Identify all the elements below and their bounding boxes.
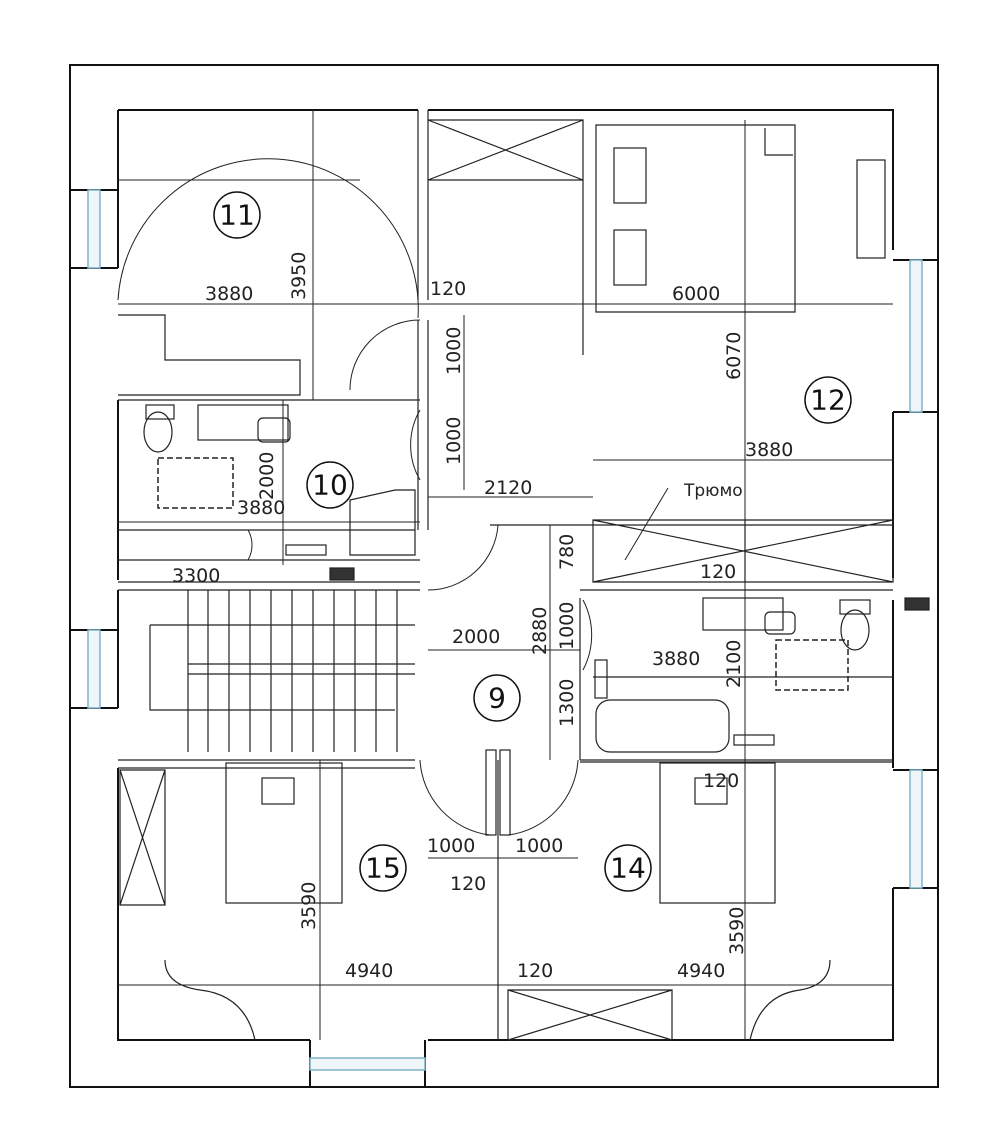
dim-bath-depth: 2100 — [723, 640, 745, 688]
trumo-leader — [624, 487, 669, 561]
label-trumo: Трюмо — [683, 481, 743, 501]
dim-r14-width: 4940 — [677, 960, 725, 982]
dimension-lines — [118, 110, 893, 1040]
dim-r10-width: 3880 — [237, 497, 285, 519]
dim-door-1000-a: 1000 — [443, 327, 465, 375]
dim-120-low: 120 — [450, 873, 486, 895]
dim-1000-c: 1000 — [556, 602, 578, 650]
dim-r14-depth: 3590 — [726, 907, 748, 955]
room-markers: 11 12 10 9 15 14 — [213, 191, 852, 892]
staircase — [149, 590, 415, 752]
dim-120-top: 120 — [430, 278, 466, 300]
dim-door-1000-right: 1000 — [515, 835, 563, 857]
dim-2880: 2880 — [529, 607, 551, 655]
dim-120-bottom: 120 — [517, 960, 553, 982]
dim-r15-depth: 3590 — [298, 882, 320, 930]
room-15: 15 — [365, 852, 401, 885]
room-9: 9 — [488, 682, 506, 715]
dim-r15-width: 4940 — [345, 960, 393, 982]
dim-2000: 2000 — [452, 626, 500, 648]
dim-120-bath: 120 — [703, 770, 739, 792]
room-12: 12 — [810, 384, 846, 417]
furniture — [143, 128, 930, 1041]
windows — [87, 189, 923, 1071]
dim-r11-width: 3880 — [205, 283, 253, 305]
dim-r11-depth: 3950 — [288, 252, 310, 300]
interior-walls — [118, 110, 894, 1041]
room-10: 10 — [312, 469, 348, 502]
dim-3300: 3300 — [172, 565, 220, 587]
dim-r10-depth: 2000 — [256, 452, 278, 500]
doors — [117, 158, 608, 836]
dim-1300: 1300 — [556, 679, 578, 727]
dim-120-mid: 120 — [700, 561, 736, 583]
dim-r12-width2: 3880 — [745, 439, 793, 461]
dim-2120: 2120 — [484, 477, 532, 499]
dim-door-1000-b: 1000 — [443, 417, 465, 465]
dim-r12-width: 6000 — [672, 283, 720, 305]
dim-bath-width: 3880 — [652, 648, 700, 670]
dim-door-1000-left: 1000 — [427, 835, 475, 857]
room-11: 11 — [219, 199, 255, 232]
dim-r12-depth: 6070 — [723, 332, 745, 380]
dim-780: 780 — [556, 534, 578, 570]
room-14: 14 — [610, 852, 646, 885]
dimension-labels: 3880 3950 120 6000 1000 1000 6070 3880 2… — [172, 252, 793, 982]
